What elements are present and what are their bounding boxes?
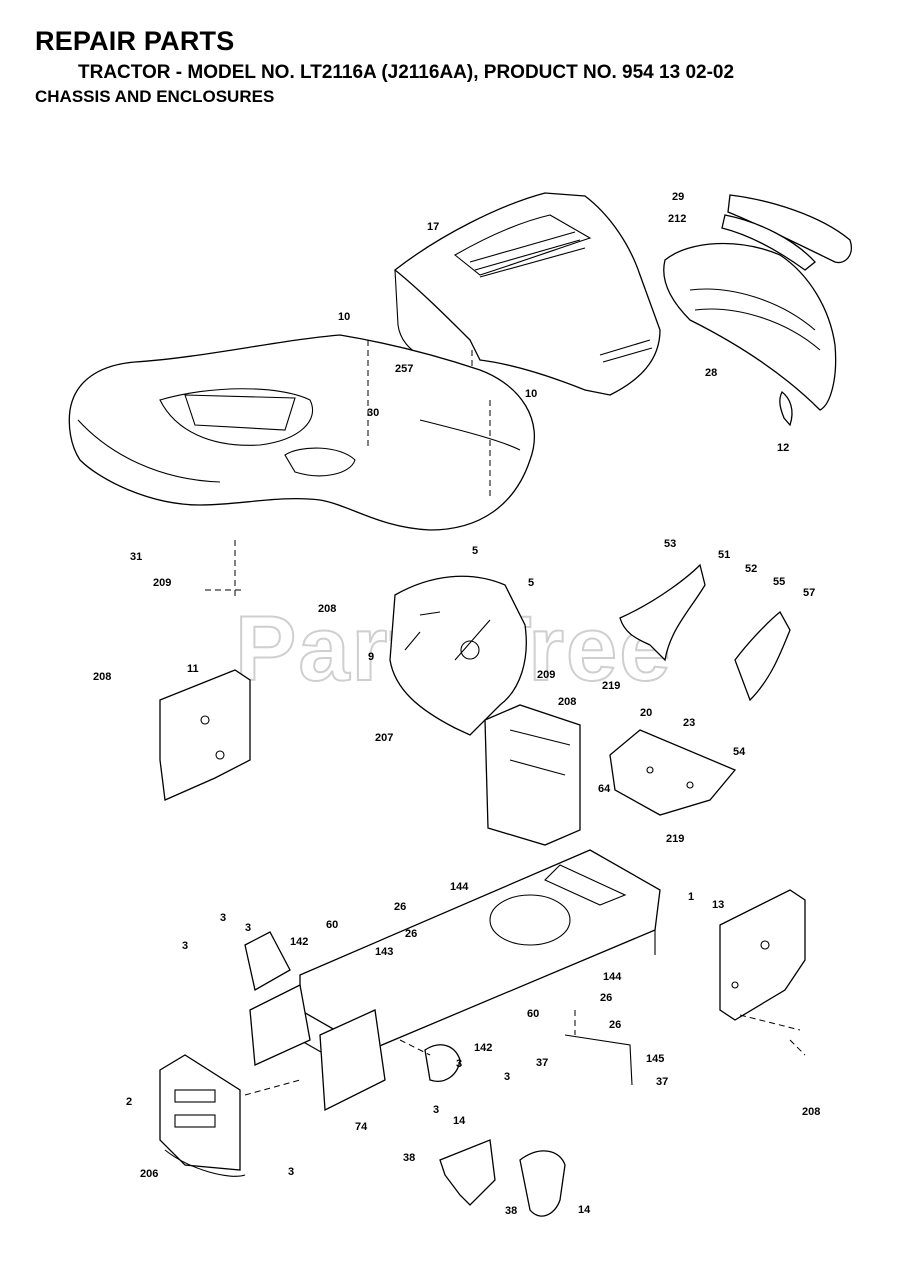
callout-label: 74 — [355, 1121, 368, 1133]
brackets-53-55 — [619, 563, 791, 702]
callout-label: 144 — [450, 881, 469, 893]
callout-label: 209 — [537, 669, 555, 681]
callout-label: 9 — [368, 651, 374, 663]
dash-panel-part — [389, 575, 527, 736]
callout-label: 31 — [130, 551, 142, 563]
page-title: REPAIR PARTS — [35, 26, 235, 56]
hood-part — [393, 192, 661, 396]
callout-label: 3 — [220, 912, 226, 924]
right-side-panel-part — [719, 889, 806, 1021]
callout-label: 52 — [745, 563, 757, 575]
callout-label: 257 — [395, 363, 413, 375]
section-title: CHASSIS AND ENCLOSURES — [35, 87, 275, 106]
callout-label: 10 — [338, 311, 350, 323]
callout-label: 26 — [394, 901, 406, 913]
bracket-part — [484, 704, 581, 846]
callout-label: 38 — [505, 1205, 517, 1217]
callout-label: 5 — [528, 577, 534, 589]
left-side-panel-part — [159, 669, 251, 801]
plate-part — [609, 729, 737, 816]
callout-label: 12 — [777, 442, 789, 454]
callout-label: 26 — [600, 992, 612, 1004]
callout-label: 23 — [683, 717, 695, 729]
callout-label: 30 — [367, 407, 379, 419]
callout-label: 3 — [504, 1071, 510, 1083]
callout-label: 26 — [609, 1019, 621, 1031]
callout-label: 10 — [525, 388, 537, 400]
callout-label: 14 — [453, 1115, 466, 1127]
callout-label: 206 — [140, 1168, 158, 1180]
callout-label: 38 — [403, 1152, 415, 1164]
callout-label: 20 — [640, 707, 652, 719]
frame-plates — [244, 931, 461, 1112]
callout-label: 17 — [427, 221, 439, 233]
callout-label: 3 — [182, 940, 188, 952]
callout-label: 14 — [578, 1204, 591, 1216]
fender-part — [68, 334, 535, 531]
callout-label: 144 — [603, 971, 622, 983]
callout-label: 207 — [375, 732, 393, 744]
callout-label: 3 — [456, 1058, 462, 1070]
grille-part — [663, 194, 852, 427]
model-subtitle: TRACTOR - MODEL NO. LT2116A (J2116AA), P… — [78, 62, 735, 83]
callout-label: 51 — [718, 549, 730, 561]
callout-label: 212 — [668, 213, 686, 225]
callout-label: 28 — [705, 367, 717, 379]
callout-label: 57 — [803, 587, 815, 599]
callout-label: 37 — [536, 1057, 548, 1069]
callout-label: 64 — [598, 783, 611, 795]
callout-label: 55 — [773, 576, 785, 588]
callout-label: 2 — [126, 1096, 132, 1108]
callout-label: 60 — [527, 1008, 539, 1020]
callout-label: 29 — [672, 191, 684, 203]
callout-label: 145 — [646, 1053, 664, 1065]
callout-label: 209 — [153, 577, 171, 589]
callout-label: 53 — [664, 538, 676, 550]
callout-label: 208 — [318, 603, 336, 615]
alignment-lines — [205, 340, 806, 1096]
rod-part — [564, 1034, 633, 1086]
callout-label: 219 — [602, 680, 620, 692]
front-plate-part — [159, 1054, 246, 1177]
callout-label: 219 — [666, 833, 684, 845]
callout-label: 11 — [187, 663, 199, 675]
callout-label: 3 — [288, 1166, 294, 1178]
callout-label: 142 — [474, 1042, 492, 1054]
callout-label: 3 — [433, 1104, 439, 1116]
callout-label: 60 — [326, 919, 338, 931]
callout-label: 54 — [733, 746, 746, 758]
callout-label: 1 — [688, 891, 694, 903]
callout-label: 5 — [472, 545, 478, 557]
callout-label: 142 — [290, 936, 308, 948]
callout-label: 26 — [405, 928, 417, 940]
callout-label: 13 — [712, 899, 724, 911]
callout-label: 3 — [245, 922, 251, 934]
callout-label: 208 — [93, 671, 111, 683]
callout-label: 143 — [375, 946, 393, 958]
callout-label: 208 — [558, 696, 576, 708]
lower-brackets-38 — [439, 1139, 566, 1217]
callout-label: 208 — [802, 1106, 820, 1118]
callout-label: 37 — [656, 1076, 668, 1088]
